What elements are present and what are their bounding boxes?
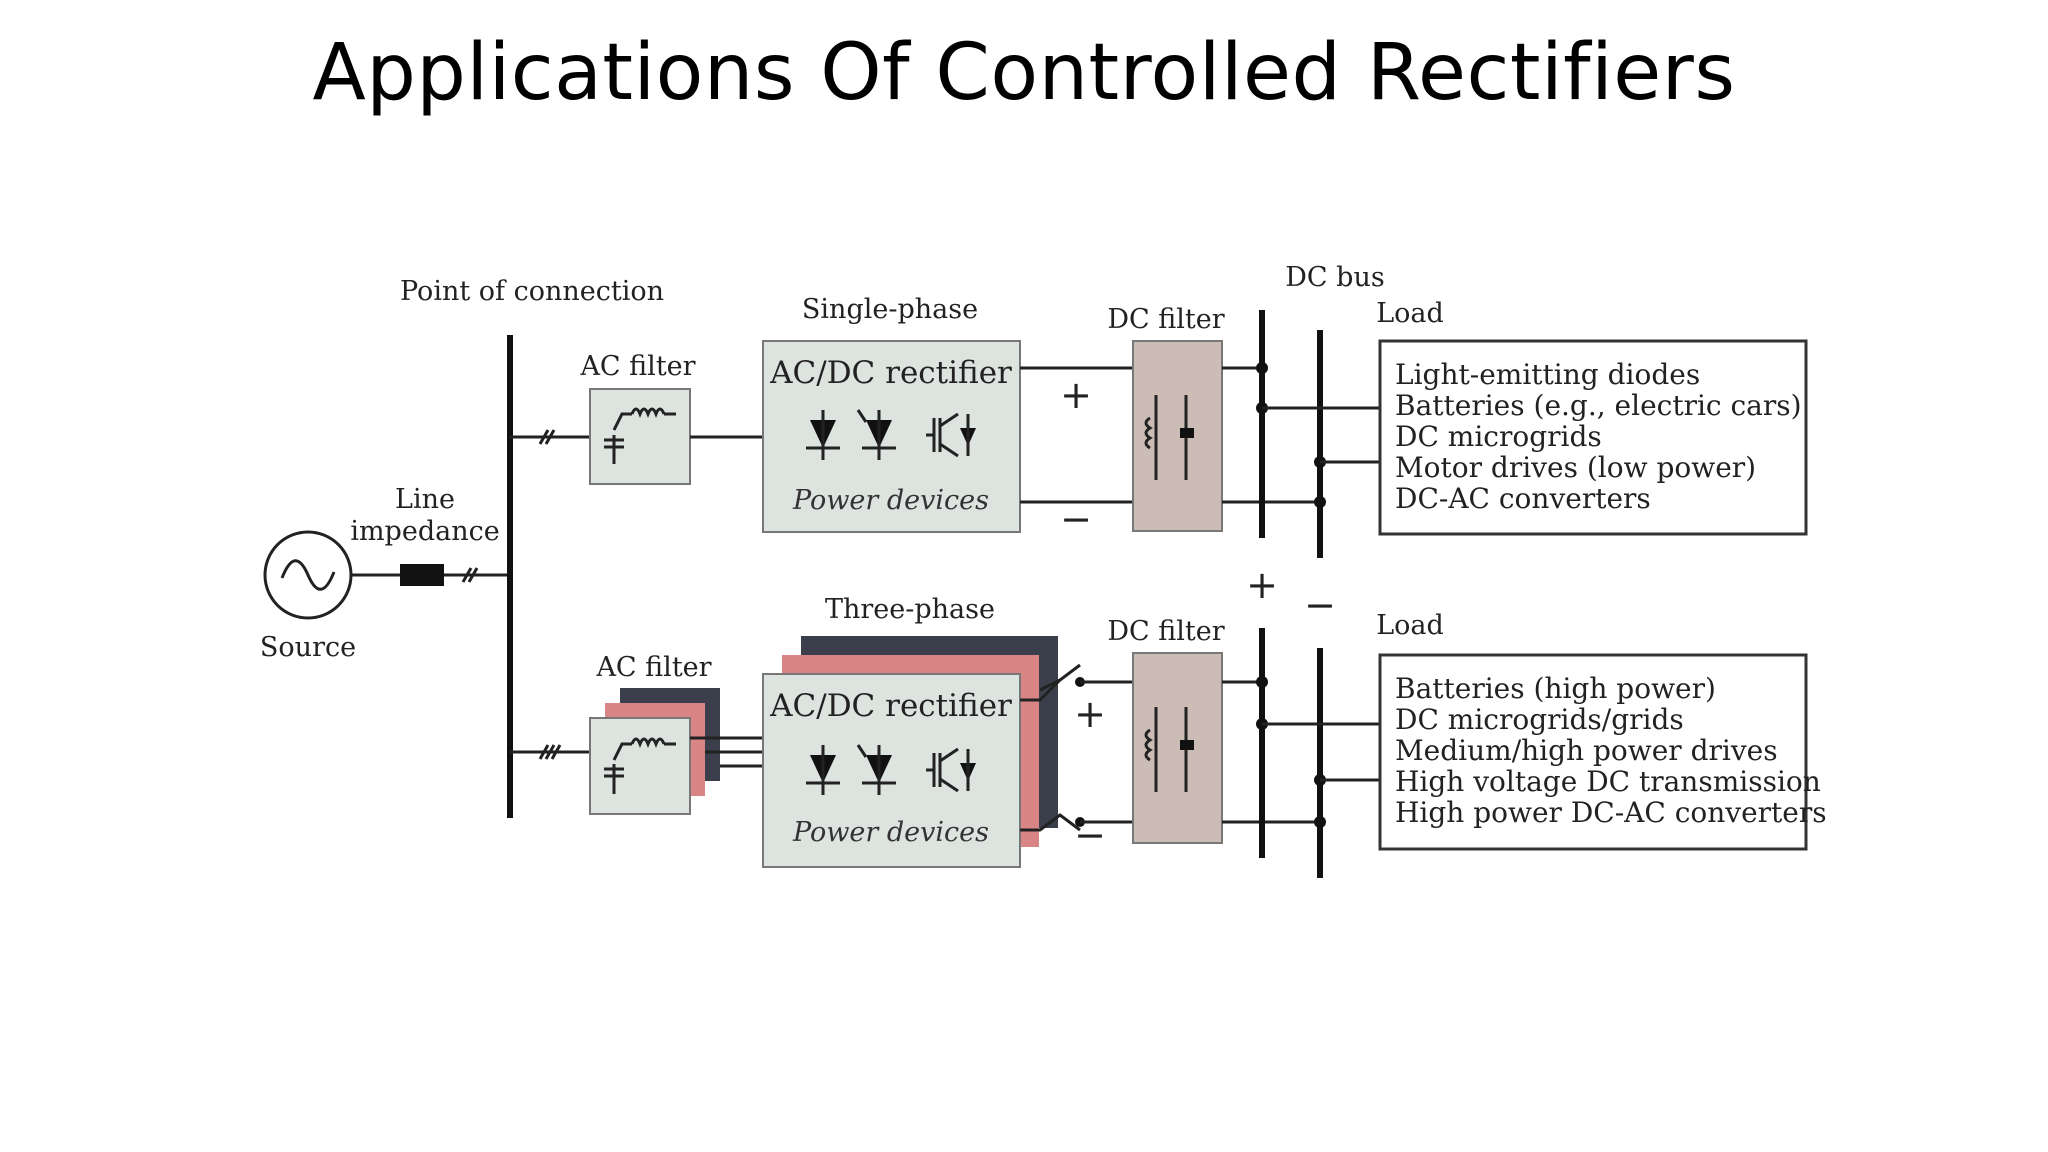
rectifier-top-label: AC/DC rectifier — [769, 355, 1012, 391]
minus-sign-bus: − — [1304, 583, 1336, 627]
point-of-connection-label: Point of connection — [400, 276, 664, 307]
plus-sign-top: + — [1060, 373, 1092, 417]
dc-filter-bottom-icon — [1144, 707, 1194, 792]
load-bottom-item: High voltage DC transmission — [1395, 765, 1821, 798]
power-devices-top-icons — [806, 409, 976, 460]
dc-filter-top-icon — [1144, 395, 1194, 480]
ac-filter-bottom-icon — [604, 737, 676, 794]
source-label: Source — [260, 632, 356, 663]
three-line-mark-icon — [461, 567, 479, 583]
load-bottom-item: DC microgrids/grids — [1395, 703, 1684, 736]
load-top-item: DC microgrids — [1395, 420, 1602, 453]
load-top-label: Load — [1376, 298, 1444, 329]
plus-sign-bus: + — [1246, 563, 1278, 607]
load-top-item: Motor drives (low power) — [1395, 451, 1756, 484]
three-phase-label: Three-phase — [825, 594, 995, 625]
minus-sign-top: − — [1060, 497, 1092, 541]
rectifier-bottom-block — [762, 673, 1021, 868]
impedance-label: impedance — [350, 516, 499, 547]
rectifier-top-block — [762, 340, 1021, 533]
load-bottom-box — [1378, 653, 1808, 851]
load-top-item: Light-emitting diodes — [1395, 358, 1700, 391]
load-bottom-item: Medium/high power drives — [1395, 734, 1778, 767]
dc-filter-bottom-label: DC filter — [1107, 616, 1224, 647]
load-bottom-item: Batteries (high power) — [1395, 672, 1716, 705]
rectifier-bottom-label: AC/DC rectifier — [769, 688, 1012, 724]
dc-bus-label: DC bus — [1285, 262, 1384, 293]
slide-title: Applications Of Controlled Rectifiers — [312, 28, 1736, 118]
load-top-item: DC-AC converters — [1395, 482, 1651, 515]
load-bottom-label: Load — [1376, 610, 1444, 641]
single-phase-label: Single-phase — [802, 294, 978, 325]
plus-sign-bottom: + — [1074, 692, 1106, 736]
load-top-item: Batteries (e.g., electric cars) — [1395, 389, 1802, 422]
line-impedance-icon — [400, 564, 444, 586]
ac-filter-bottom-block — [589, 717, 691, 815]
dc-filter-top-label: DC filter — [1107, 304, 1224, 335]
load-top-box — [1378, 339, 1808, 536]
ac-filter-bottom-label: AC filter — [595, 652, 711, 683]
sine-wave-icon — [280, 559, 336, 591]
minus-sign-bottom: − — [1074, 813, 1106, 857]
ac-filter-top-icon — [604, 407, 676, 464]
ac-filter-top-block — [589, 388, 691, 485]
power-devices-bottom-label: Power devices — [792, 817, 989, 848]
power-devices-bottom-icons — [806, 744, 976, 795]
power-devices-top-label: Power devices — [792, 485, 989, 516]
ac-filter-top-label: AC filter — [579, 351, 695, 382]
line-label: Line — [395, 484, 455, 515]
load-bottom-item: High power DC-AC converters — [1395, 796, 1827, 829]
